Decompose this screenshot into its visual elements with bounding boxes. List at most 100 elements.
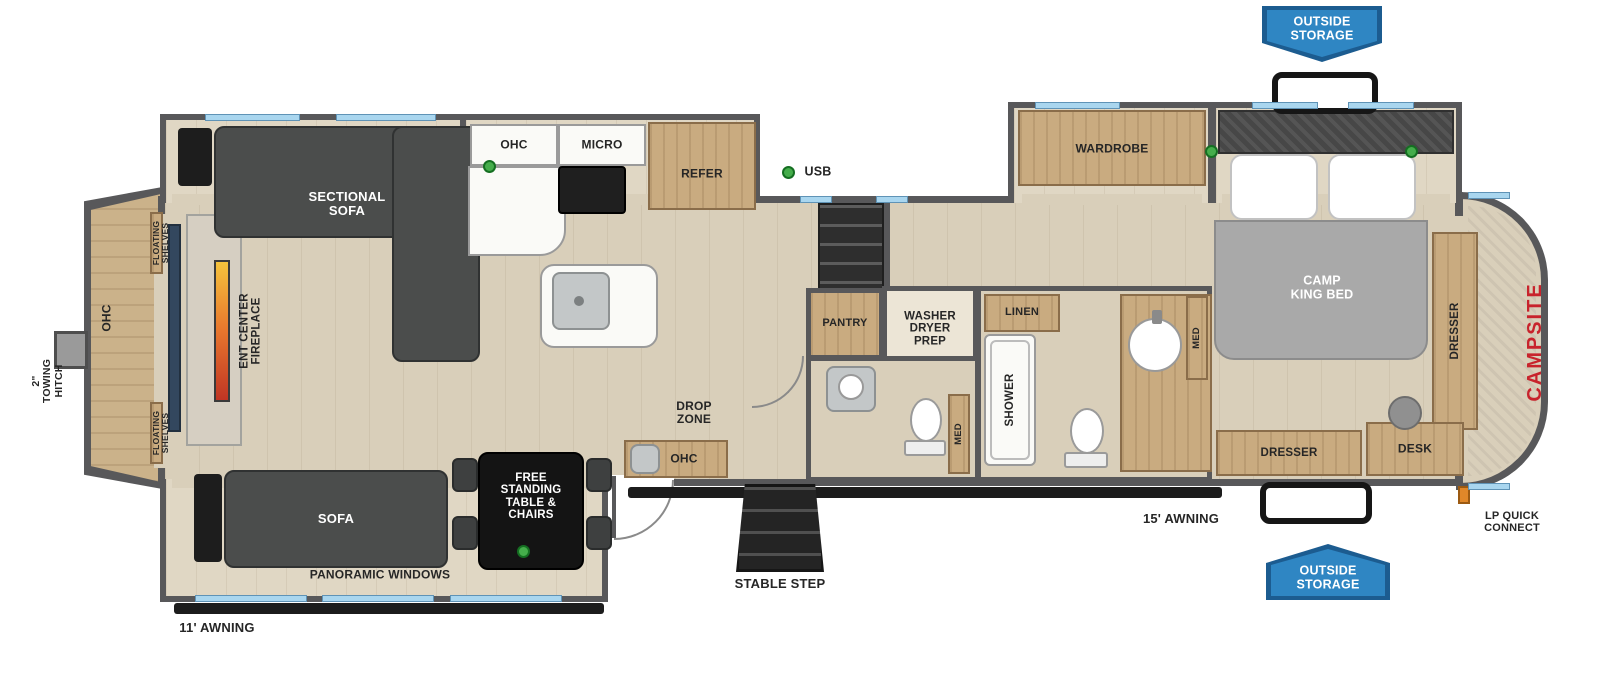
dining-table: [478, 452, 584, 570]
label-linen: LINEN: [1005, 306, 1039, 319]
window: [450, 595, 562, 602]
label-micro: MICRO: [581, 137, 623, 152]
desk-chair: [1388, 396, 1422, 430]
cooktop: [558, 166, 626, 214]
label-ohc-rear: OHC: [99, 304, 114, 332]
label-drop-zone-ohc: OHC: [670, 451, 698, 466]
usb-marker: [782, 166, 795, 179]
lp-quick-connect: [1458, 486, 1470, 504]
label-table: FREE STANDING TABLE & CHAIRS: [500, 472, 562, 522]
label-ent-center-fireplace: ENT CENTER FIREPLACE: [238, 293, 263, 369]
dining-chair: [452, 516, 478, 550]
vanity-sink: [1128, 318, 1182, 372]
bedroom-steps: [818, 203, 884, 295]
label-brand: CAMPSITE: [1524, 282, 1547, 402]
dining-chair: [586, 458, 612, 492]
headboard: [1218, 110, 1454, 154]
window: [322, 595, 434, 602]
label-drop-zone: DROP ZONE: [676, 399, 712, 426]
dining-chair: [586, 516, 612, 550]
label-med-half: MED: [952, 423, 964, 445]
toilet-tank: [1064, 452, 1108, 468]
label-panoramic-windows: PANORAMIC WINDOWS: [309, 567, 451, 582]
label-lp-quick-connect: LP QUICK CONNECT: [1484, 510, 1540, 534]
label-dresser-side: DRESSER: [1448, 302, 1461, 360]
label-camp-king-bed: CAMP KING BED: [1290, 273, 1354, 301]
label-refer: REFER: [681, 166, 723, 181]
overhead-cabinet: [470, 124, 558, 166]
window: [195, 595, 307, 602]
bath-sink-bowl: [838, 374, 864, 400]
kitchen-counter: [468, 166, 566, 256]
label-sectional-sofa: SECTIONAL SOFA: [308, 188, 386, 218]
pillow: [1328, 154, 1416, 220]
camp-king-bed: [1214, 220, 1428, 360]
label-towing-hitch: 2" TOWING HITCH: [30, 358, 65, 404]
toilet-tank: [904, 440, 946, 456]
faucet: [1152, 310, 1162, 324]
led-marker: [483, 160, 496, 173]
label-washer-dryer-prep: WASHER DRYER PREP: [904, 310, 956, 348]
window: [1348, 102, 1414, 109]
label-pantry: PANTRY: [822, 317, 868, 330]
sink-drain: [574, 296, 584, 306]
towing-hitch: [54, 331, 88, 369]
shower: [984, 334, 1036, 466]
window: [205, 114, 300, 121]
fireplace: [214, 260, 230, 402]
floating-shelf: [150, 212, 163, 274]
tv: [168, 224, 181, 432]
stable-step: [736, 484, 824, 572]
label-shower: SHOWER: [1003, 373, 1016, 427]
label-sofa: SOFA: [317, 510, 355, 526]
label-floating-shelves-bottom: FLOATING SHELVES: [150, 410, 170, 456]
label-stable-step: STABLE STEP: [734, 575, 826, 591]
desk: [1366, 422, 1464, 476]
sectional-sofa: [392, 126, 480, 362]
floating-shelf: [150, 402, 163, 464]
label-wardrobe: WARDROBE: [1075, 141, 1149, 156]
label-ohc-kitchen: OHC: [500, 137, 528, 152]
wall: [884, 196, 890, 292]
storage-bay-door: [1260, 482, 1372, 524]
label-outside-storage-top: OUTSIDE STORAGE: [1290, 14, 1354, 42]
opening: [1022, 194, 1202, 205]
pillow: [1230, 154, 1318, 220]
window: [1468, 192, 1510, 199]
window: [336, 114, 436, 121]
dresser-side: [1432, 232, 1478, 430]
label-med-main: MED: [1190, 327, 1202, 349]
toilet-bowl: [1070, 408, 1104, 454]
awning-main-rail: [628, 487, 1222, 498]
dining-chair: [452, 458, 478, 492]
label-dresser-front: DRESSER: [1260, 446, 1318, 459]
toilet-bowl: [910, 398, 942, 442]
led-marker: [517, 545, 530, 558]
led-marker: [1405, 145, 1418, 158]
led-marker: [1205, 145, 1218, 158]
linen-cabinet: [984, 294, 1060, 332]
shower-pan: [990, 340, 1030, 460]
label-desk: DESK: [1397, 441, 1433, 456]
label-usb: USB: [804, 164, 832, 179]
window: [876, 196, 908, 203]
sofa: [224, 470, 448, 568]
end-table: [194, 474, 222, 562]
corner-table: [178, 128, 212, 186]
microwave: [558, 124, 646, 166]
rear-cap-cabinet: [91, 194, 161, 482]
window: [1252, 102, 1318, 109]
refrigerator: [648, 122, 756, 210]
med-cabinet: [1186, 296, 1208, 380]
label-outside-storage-bottom: OUTSIDE STORAGE: [1296, 563, 1360, 591]
label-floating-shelves-top: FLOATING SHELVES: [150, 220, 170, 266]
med-cabinet: [948, 394, 970, 474]
bath-sink: [826, 366, 876, 412]
window: [1468, 483, 1510, 490]
label-awning-main: 15' AWNING: [1142, 510, 1220, 526]
window: [1035, 102, 1120, 109]
window: [800, 196, 832, 203]
awning-rear-rail: [174, 603, 604, 614]
front-cap-shading: [1468, 206, 1536, 476]
